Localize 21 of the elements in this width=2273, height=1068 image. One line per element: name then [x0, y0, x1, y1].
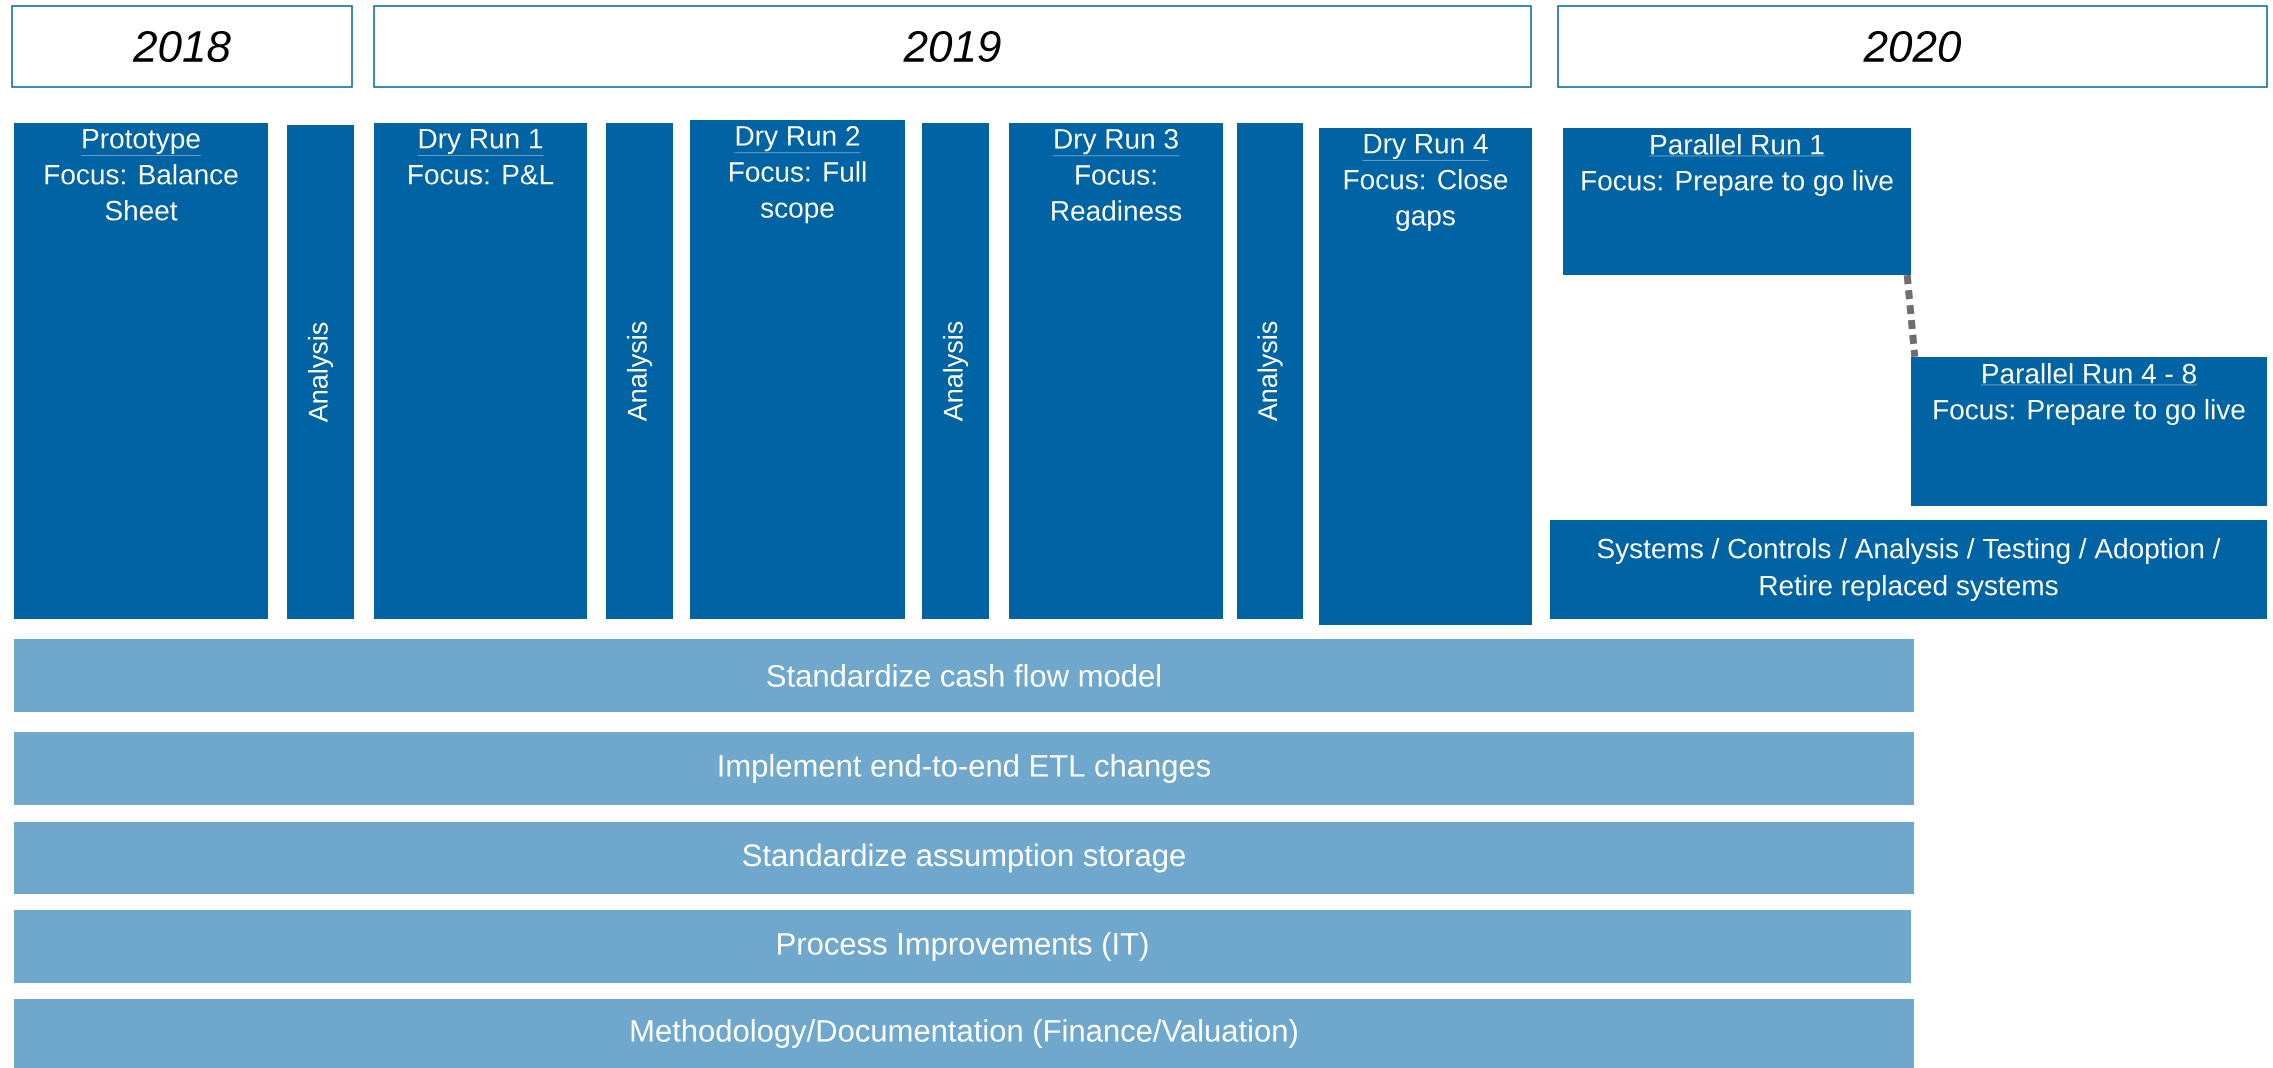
phase-box: Dry Run 3 Focus: Readiness	[1009, 123, 1223, 619]
phase-box: Dry Run 1 Focus: P&L	[374, 123, 587, 619]
phase-box: Dry Run 4 Focus: Close gaps	[1319, 128, 1532, 625]
workstream-bar: Standardize cash flow model	[14, 639, 1914, 712]
workstream-bar: Implement end-to-end ETL changes	[14, 732, 1914, 805]
year-header: 2020	[1557, 5, 2268, 88]
phase-box: Parallel Run 4 - 8 Focus: Prepare to go live	[1911, 357, 2267, 506]
workstream-bar: Process Improvements (IT)	[14, 910, 1911, 983]
workstream-bar: Standardize assumption storage	[14, 822, 1914, 894]
workstream-bar: Methodology/Documentation (Finance/Valuation)	[14, 999, 1914, 1068]
year-header: 2019	[373, 5, 1532, 88]
phase-box: Dry Run 2 Focus: Full scope	[690, 120, 905, 619]
phase-box: Parallel Run 1 Focus: Prepare to go live	[1563, 128, 1911, 275]
dotted-connector	[1903, 274, 1919, 358]
analysis-box: Analysis	[606, 123, 673, 619]
activity-box: Systems / Controls / Analysis / Testing / Adoption / Retire replaced systems	[1550, 520, 2267, 619]
analysis-box: Analysis	[1237, 123, 1303, 619]
analysis-box: Analysis	[922, 123, 989, 619]
phase-box: Prototype Focus: Balance Sheet	[14, 123, 268, 619]
year-header: 2018	[11, 5, 353, 88]
analysis-box: Analysis	[287, 125, 354, 619]
